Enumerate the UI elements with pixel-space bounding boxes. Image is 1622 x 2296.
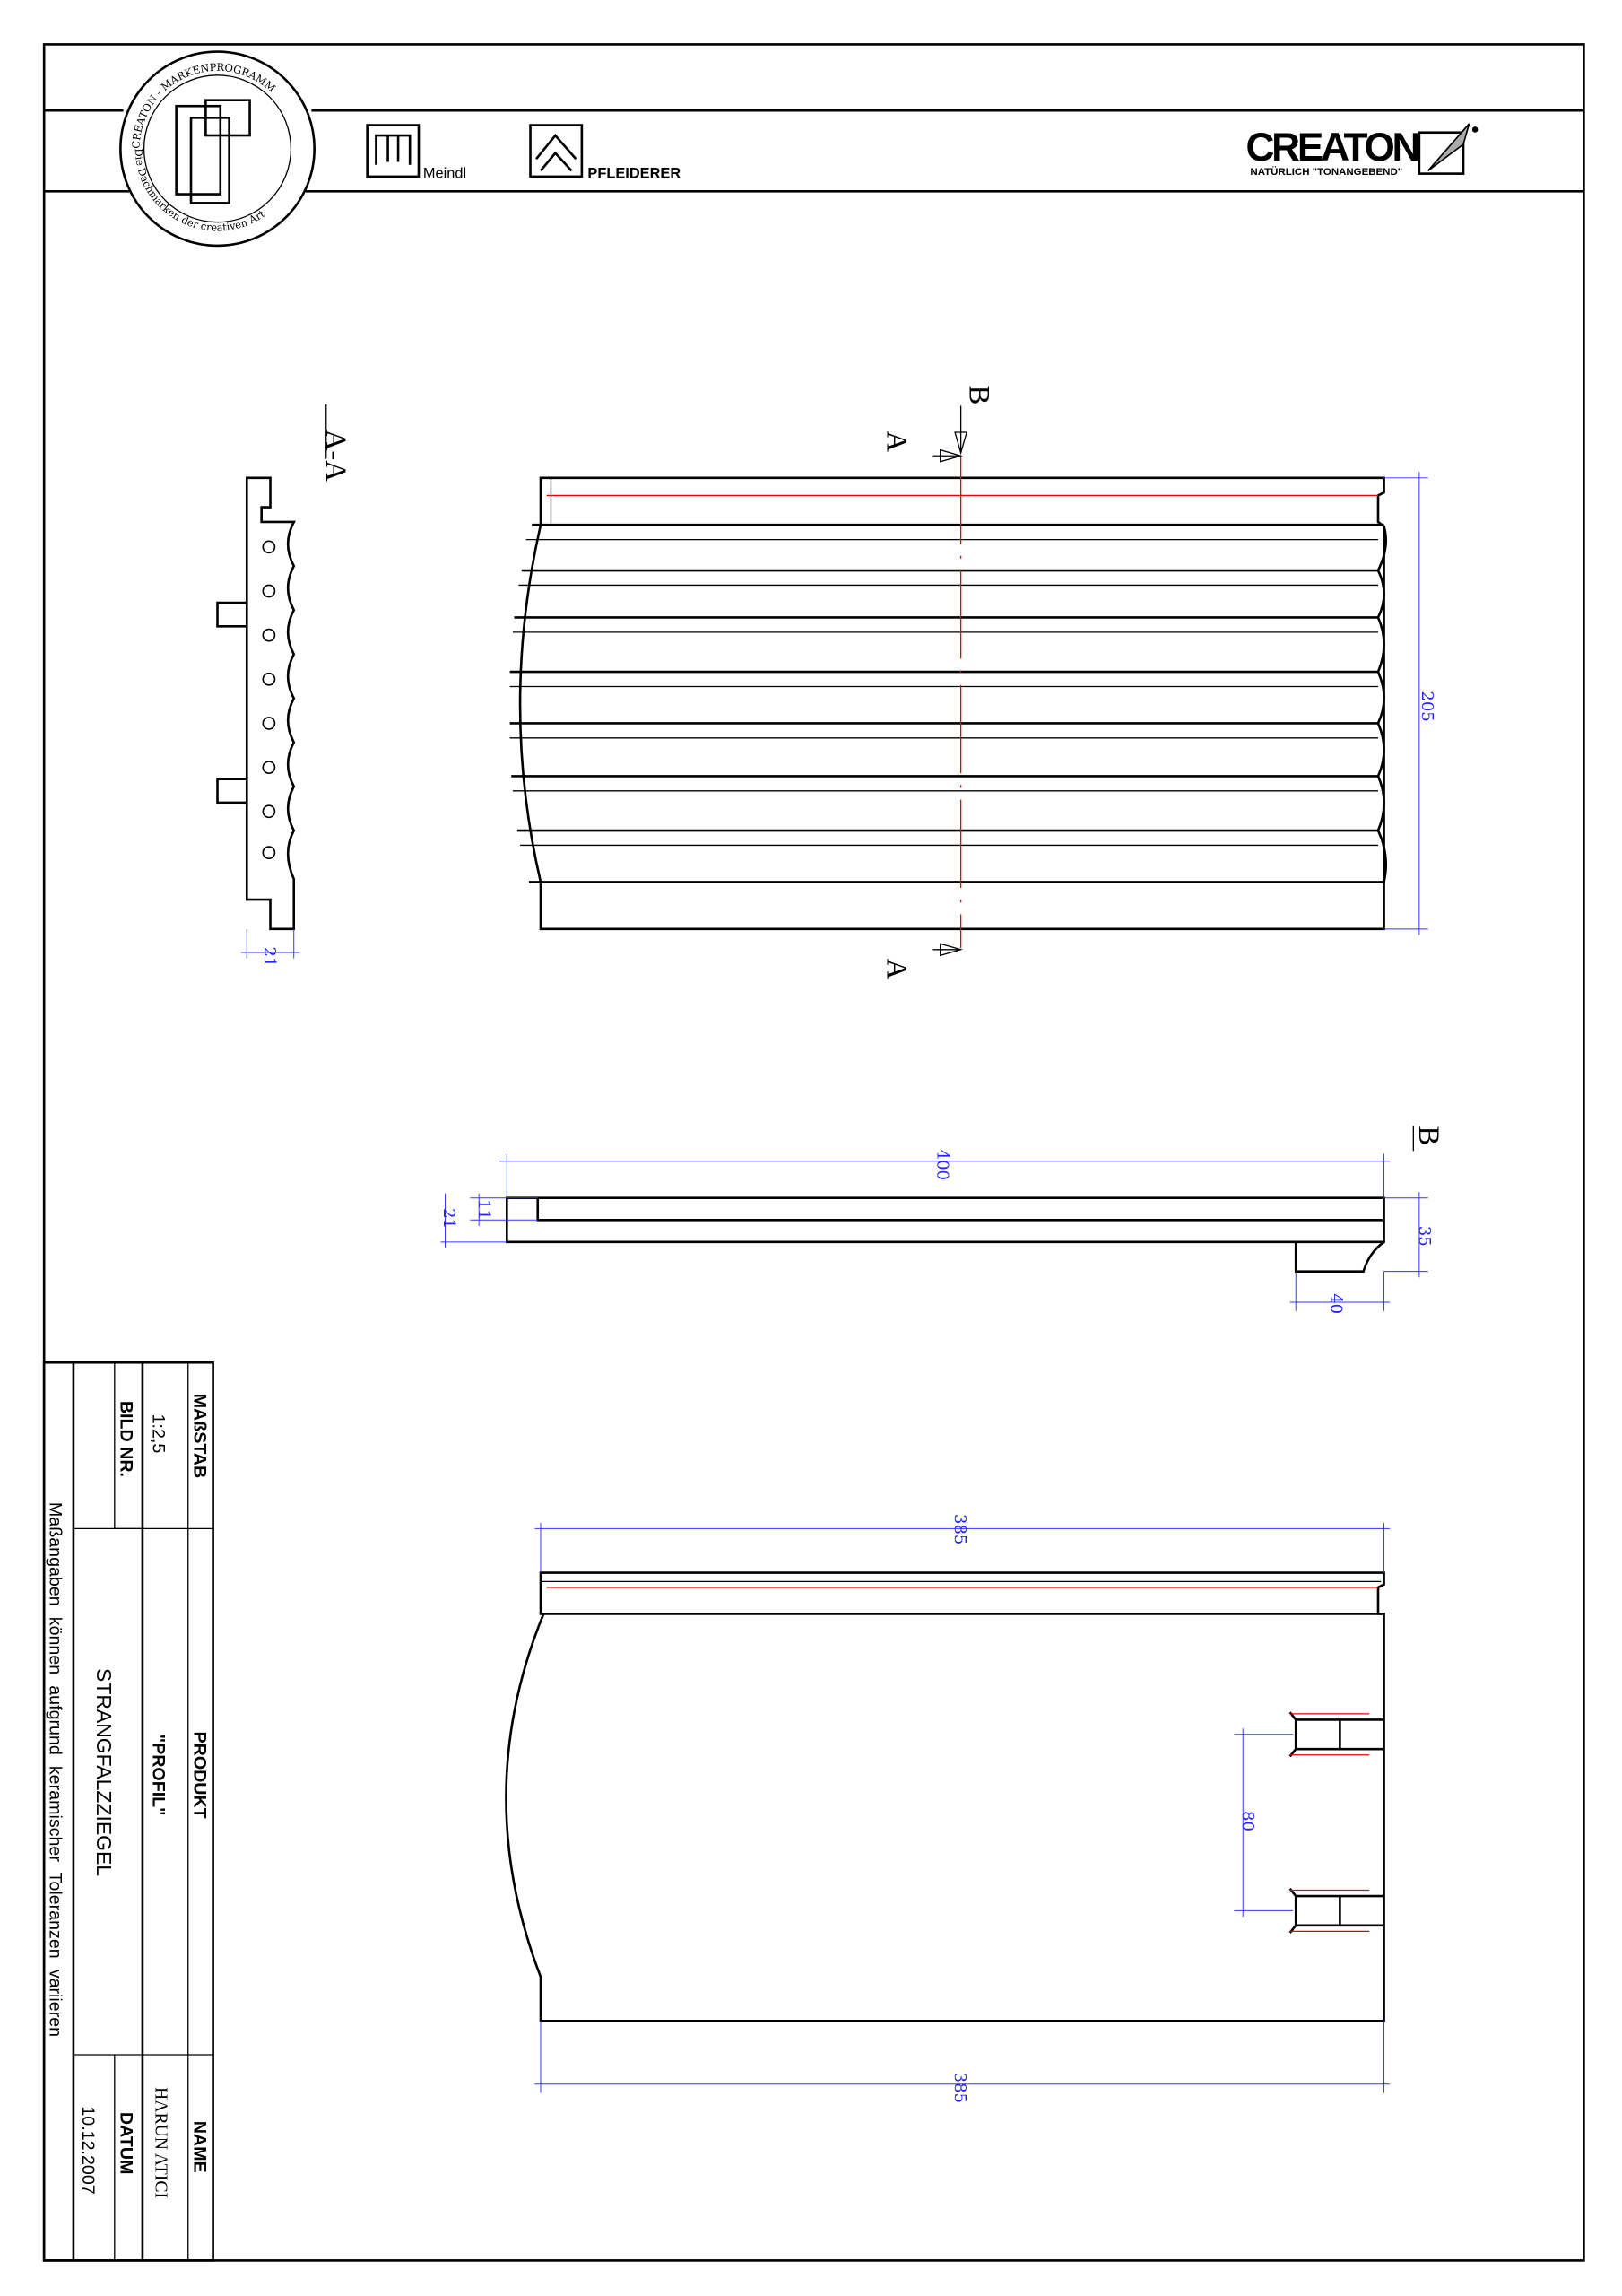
dimension-label: 21 [260,947,279,968]
section-label: A-A [319,430,351,483]
dimension-label: 11 [474,1199,493,1220]
tile-bottom-view: 80 385 385 [505,1514,1391,2103]
svg-text:Meindl: Meindl [423,166,466,182]
massstab-value: 1:2,5 [148,1414,168,1454]
dimension-label: 385 [950,2073,969,2103]
cut-label-b-top: B [962,386,994,405]
svg-text:CREATON - MARKENPROGRAMM: CREATON - MARKENPROGRAMM [130,61,279,149]
svg-text:NATÜRLICH "TONANGEBEND": NATÜRLICH "TONANGEBEND" [1250,166,1402,178]
tile-side-view: 400 11 21 35 40 B [439,1126,1444,1314]
svg-text:PFLEIDERER: PFLEIDERER [587,166,681,182]
datum-label: DATUM [116,2112,135,2175]
name-label: NAME [189,2121,209,2173]
name-value: HARUN ATICI [152,2087,171,2198]
creaton-seal-logo: CREATON - MARKENPROGRAMM Die Dachmarken … [119,50,316,248]
dimension-label: 205 [1418,691,1436,721]
tile-top-view: A A B 205 [509,386,1436,980]
dimension-label: 400 [932,1150,951,1180]
datum-value: 10.12.2007 [78,2106,98,2194]
dimension-label: 40 [1327,1293,1346,1314]
massstab-label: MAßSTAB [189,1394,209,1479]
dimension-label: 385 [950,1514,969,1544]
bild-nr-label: BILD NR. [116,1401,135,1477]
product-type: STRANGFALZZIEGEL [92,1668,116,1876]
dimension-label: 80 [1238,1811,1257,1831]
section-aa-view: A-A 21 [216,404,351,968]
creaton-logo: CREATON NATÜRLICH "TONANGEBEND" [1246,123,1479,178]
sheet-border [42,43,1585,2262]
produkt-label: PRODUKT [189,1732,209,1819]
cut-label-a-bottom: A [880,959,913,980]
cut-label-a-top: A [880,430,913,452]
title-block: MAßSTAB 1:2,5 BILD NR. PRODUKT "PROFIL" … [42,1361,214,2262]
dimension-label: 21 [439,1208,458,1229]
produkt-value: "PROFIL" [148,1735,168,1816]
meindl-logo: Meindl [366,124,466,182]
dimension-label: 35 [1415,1226,1434,1247]
svg-text:CREATON: CREATON [1246,126,1418,170]
cut-label-b-side: B [1412,1126,1444,1145]
tolerance-note: Maßangaben können aufgrund keramischer T… [46,1502,65,2037]
pfleiderer-logo: PFLEIDERER [529,124,681,182]
